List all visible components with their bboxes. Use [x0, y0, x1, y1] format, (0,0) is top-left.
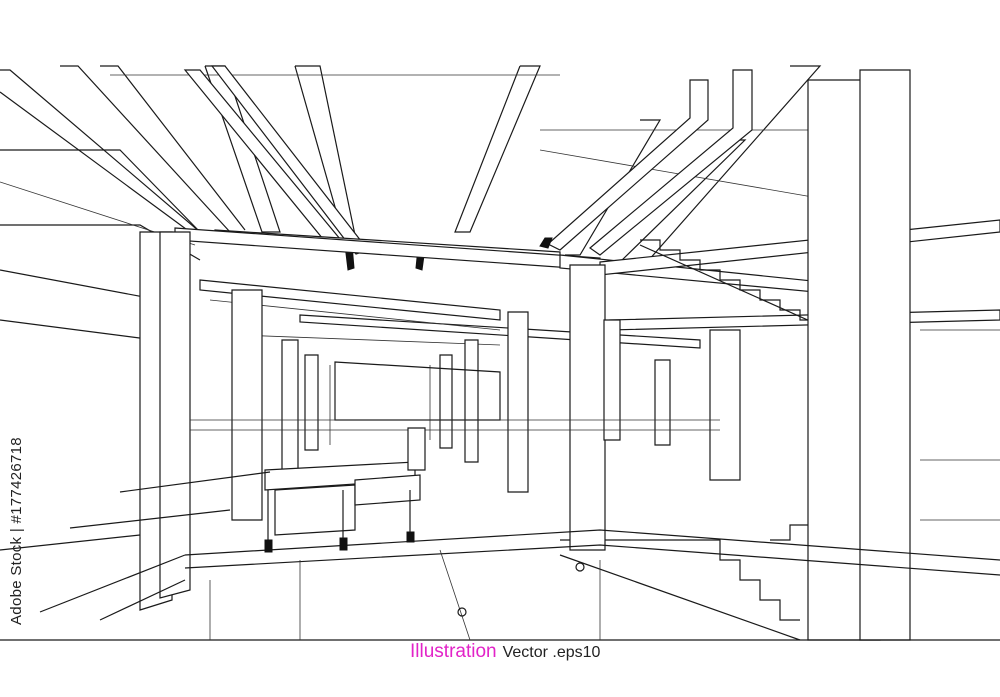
equipment-platform: [264, 427, 426, 553]
caption-vector: Vector .eps10: [502, 644, 601, 661]
stock-watermark-id: Adobe Stock | #177426718: [8, 437, 25, 625]
caption-illustration: Illustration: [410, 641, 497, 662]
columns: [139, 69, 911, 641]
floor-frame: [0, 329, 1000, 641]
staircase: [559, 239, 870, 641]
caption: Illustration Vector .eps10: [410, 641, 600, 663]
back-wall: [190, 361, 720, 431]
side-rails: [0, 471, 271, 551]
